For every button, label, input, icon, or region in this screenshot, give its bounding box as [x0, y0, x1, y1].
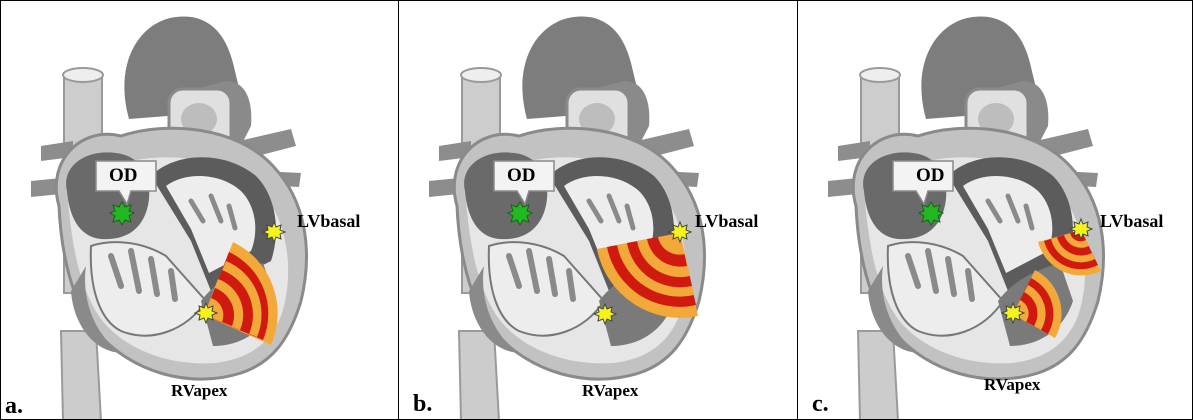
od-label: OD: [916, 165, 945, 187]
green-starburst-icon: [508, 202, 532, 225]
lvbasal-label: LVbasal: [695, 211, 758, 232]
rvapex-label: RVapex: [582, 381, 638, 401]
lvbasal-label: LVbasal: [297, 211, 360, 232]
panel-letter: b.: [413, 391, 432, 418]
green-starburst-icon: [919, 202, 943, 225]
panel-c: OD LVbasal RVapex c.: [797, 0, 1193, 420]
rvapex-label: RVapex: [171, 381, 227, 401]
green-starburst-icon: [110, 202, 134, 225]
panel-a: OD LVbasal RVapex a.: [0, 0, 399, 420]
lvbasal-label: LVbasal: [1100, 211, 1163, 232]
od-label: OD: [109, 165, 138, 187]
panel-letter: a.: [5, 393, 23, 420]
rvapex-label: RVapex: [984, 375, 1040, 395]
panel-letter: c.: [812, 391, 829, 418]
od-label: OD: [507, 165, 536, 187]
panel-b: OD LVbasal RVapex b.: [398, 0, 798, 420]
